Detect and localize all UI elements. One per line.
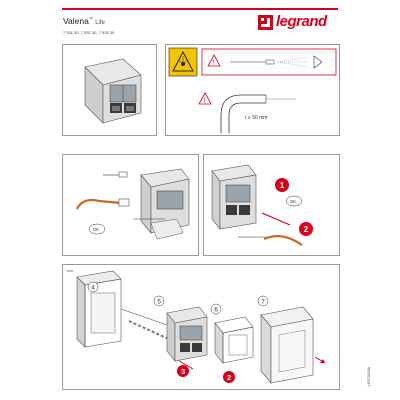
panel-cable-insertion: OK [62, 154, 199, 256]
product-references: 7 531 30, 7 532 30, 7 533 30 [63, 31, 115, 35]
step-2b-badge [223, 371, 235, 383]
svg-text:!: ! [204, 98, 206, 105]
step-3-badge [177, 365, 189, 377]
product-name: Valena [63, 16, 89, 26]
socket-illustration [84, 58, 142, 124]
step-6-number: 6 [214, 307, 218, 314]
step-5-number: 5 [157, 299, 161, 306]
document-code: LE07182AA [367, 367, 371, 386]
bend-radius-label: r ≥ 50 mm [245, 115, 268, 121]
warnings-illustration: ! ! [168, 47, 337, 133]
step-1-badge [275, 178, 289, 192]
legrand-logo-icon [258, 15, 273, 30]
panel-product [62, 44, 157, 136]
ok-callout-2: OK [290, 199, 296, 204]
panel-assembly: 4 5 3 6 2 [62, 264, 340, 390]
step-2-badge [299, 222, 313, 236]
assembly-illustration: 4 5 3 6 2 [67, 270, 326, 384]
step-1-number: 1 [280, 181, 285, 190]
brand-wordmark: legrand [276, 13, 327, 30]
step-2-number: 2 [304, 225, 309, 234]
panel-cable-removal: 1 2 OK [203, 154, 340, 256]
panel-warnings: ! ! r ≥ 50 mm [165, 44, 340, 136]
step-2b-number: 2 [227, 373, 231, 382]
step-7-number: 7 [261, 299, 265, 306]
cable-insertion-illustration: OK [76, 168, 190, 240]
product-title: Valena™ Life [63, 17, 105, 26]
svg-text:!: ! [213, 60, 215, 67]
product-trademark: ™ [88, 16, 93, 22]
ok-callout-1: OK [93, 227, 99, 232]
cable-removal-illustration: 1 2 OK [211, 164, 313, 246]
step-3-number: 3 [181, 367, 185, 376]
header-rule [62, 8, 338, 10]
step-4-number: 4 [91, 285, 95, 292]
product-line: Life [95, 20, 105, 26]
